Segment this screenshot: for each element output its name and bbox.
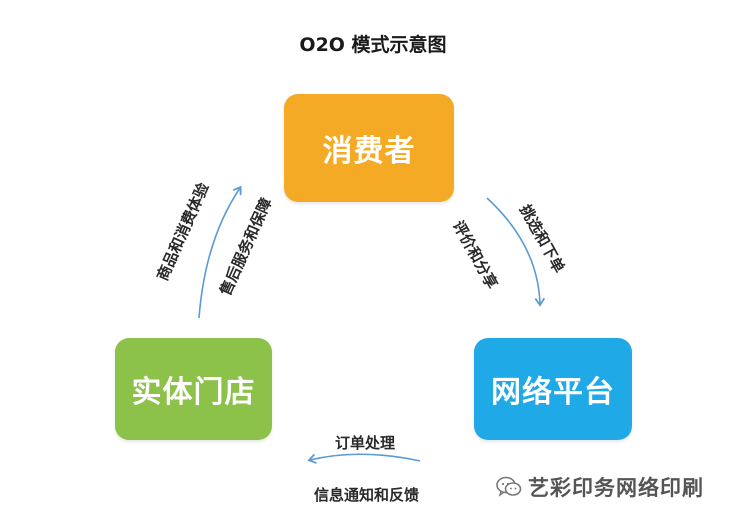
node-consumer-label: 消费者 — [322, 134, 416, 169]
node-platform-label: 网络平台 — [491, 375, 615, 410]
arrow-platform-to-store — [307, 453, 421, 464]
edge-label-order-processing: 订单处理 — [335, 434, 396, 452]
watermark-text: 艺彩印务网络印刷 — [528, 476, 704, 500]
arrow-store-to-consumer — [198, 185, 242, 319]
node-store-label: 实体门店 — [131, 375, 256, 410]
edge-label-notification-feedback: 信息通知和反馈 — [314, 486, 420, 504]
wechat-icon — [496, 476, 522, 498]
node-online-platform: 网络平台 — [474, 338, 632, 440]
node-physical-store: 实体门店 — [115, 338, 272, 440]
diagram-title: O2O 模式示意图 — [299, 34, 447, 56]
arrow-consumer-to-platform — [486, 197, 546, 307]
node-consumer: 消费者 — [284, 94, 454, 202]
watermark: 艺彩印务网络印刷 — [496, 472, 704, 502]
